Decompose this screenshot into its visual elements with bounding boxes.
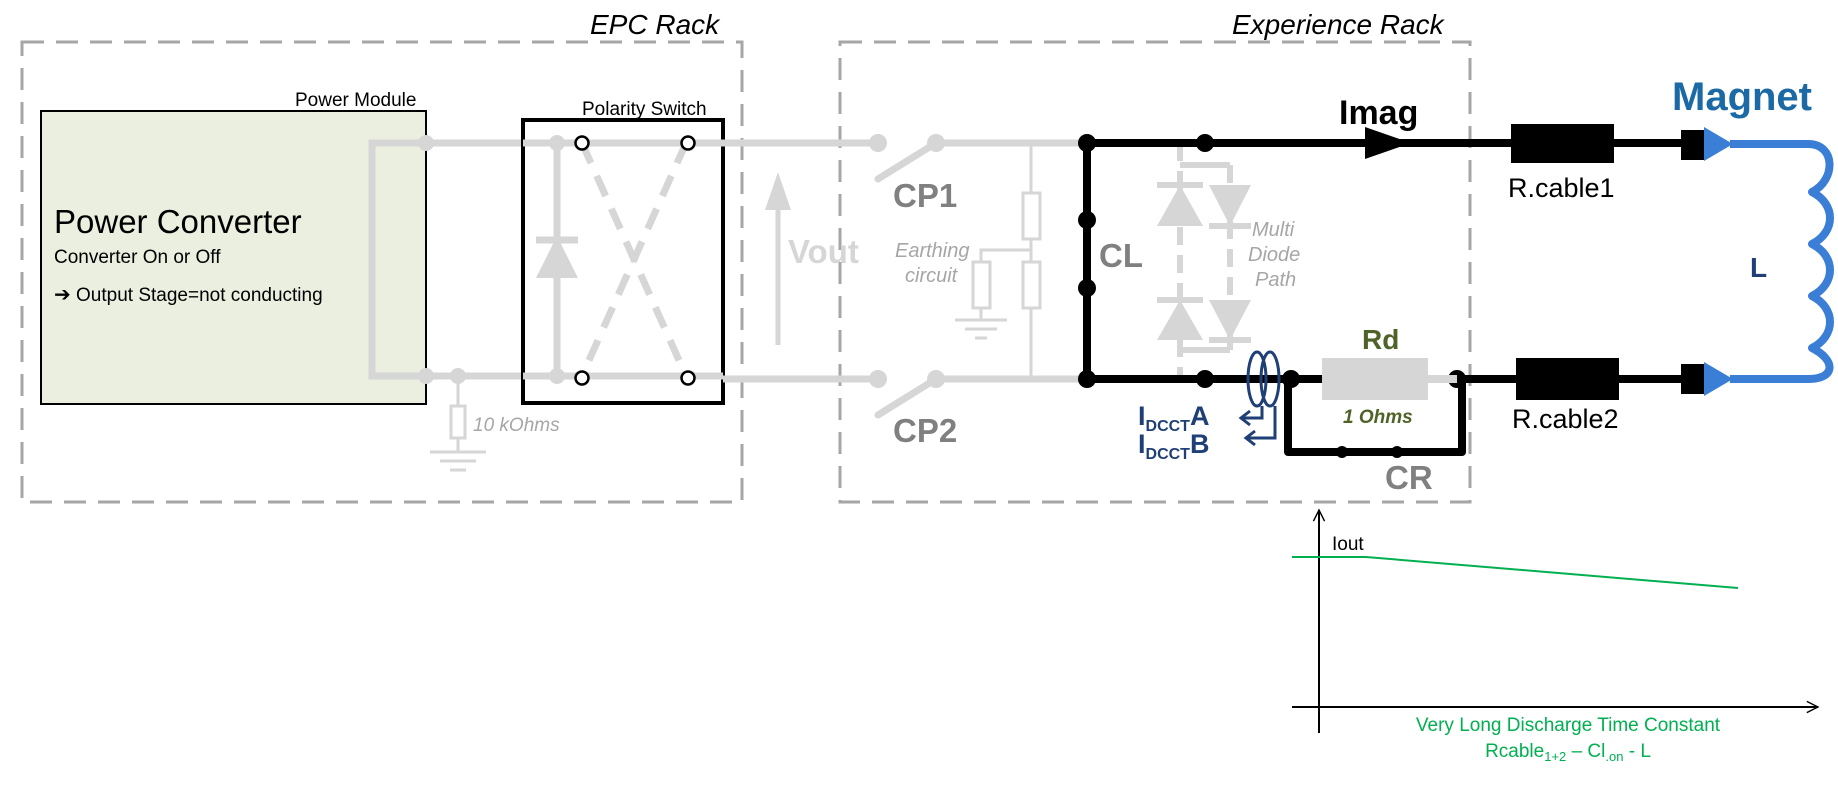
inductance-label: L [1750,252,1767,283]
earth-ground-icon [430,450,486,472]
magnet-title: Magnet [1672,75,1812,119]
rd-resistor [1322,358,1428,400]
power-module-label: Power Module [295,90,416,111]
cp2-label: CP2 [893,412,957,449]
multi-diode-path [1157,143,1251,379]
earthing-label-line2: circuit [905,265,959,287]
link-to-cp-switches [723,139,878,383]
dcct-a-label: IDCCTA [1138,401,1209,435]
dcct-b-label: IDCCTB [1138,429,1209,463]
rd-value: 1 Ohms [1343,407,1413,428]
cp2-switch [869,370,945,419]
epc-rack-title: EPC Rack [590,9,721,40]
discharge-curve [1292,556,1739,589]
cable1-label: R.cable1 [1508,173,1615,203]
cr-label: CR [1385,459,1433,496]
imag-arrow-icon [1365,127,1411,159]
earthing-ground-icon [955,318,1007,340]
vout-label: Vout [788,233,859,270]
earth-resistor [449,376,467,452]
converter-status-text: Converter On or Off [54,247,221,268]
cable2-label: R.cable2 [1512,404,1619,434]
magnet-coil-icon [1730,140,1834,383]
earth-resistor-label: 10 kOhms [473,415,560,436]
cp1-switch [869,134,945,183]
magnet-terminal-icons [1704,127,1733,396]
cl-label: CL [1099,237,1143,274]
cable2-resistor [1516,358,1619,400]
active-nodes [1078,134,1466,458]
power-converter-box [40,110,427,405]
polarity-nodes [549,135,565,384]
dcct-sensor-icon [1238,350,1281,447]
graph-y-label: Iout [1332,534,1364,555]
graph-caption-line1: Very Long Discharge Time Constant [1416,715,1721,736]
polarity-cross-wires [578,141,690,378]
epc-rack-border [20,40,744,504]
cable1-resistor [1511,124,1614,163]
magnet-connectors [1681,130,1704,394]
vout-arrow-icon [765,172,791,345]
earthing-label-line1: Earthing [895,240,970,262]
imag-label: Imag [1339,94,1418,132]
experience-rack-title: Experience Rack [1232,9,1446,40]
cp1-label: CP1 [893,177,957,214]
graph-caption-line2: Rcable1+2 – Cl.on - L [1485,741,1651,764]
output-arrow-icon: ➔ [54,284,71,306]
power-converter-title: Power Converter [54,203,302,240]
polarity-switch-label: Polarity Switch [582,99,707,120]
diode-path-label-line3: Path [1255,269,1296,291]
polarity-diode-icon [536,236,578,278]
link-to-crowbar [936,139,1087,383]
rd-label: Rd [1362,324,1399,355]
earthing-circuit [971,143,1042,379]
diode-path-label-line2: Diode [1248,244,1300,266]
experience-rack-border [838,40,1472,504]
diode-path-label-line1: Multi [1252,219,1295,241]
output-stage-text: Output Stage=not conducting [76,285,323,306]
polarity-switch-contacts [574,135,696,386]
